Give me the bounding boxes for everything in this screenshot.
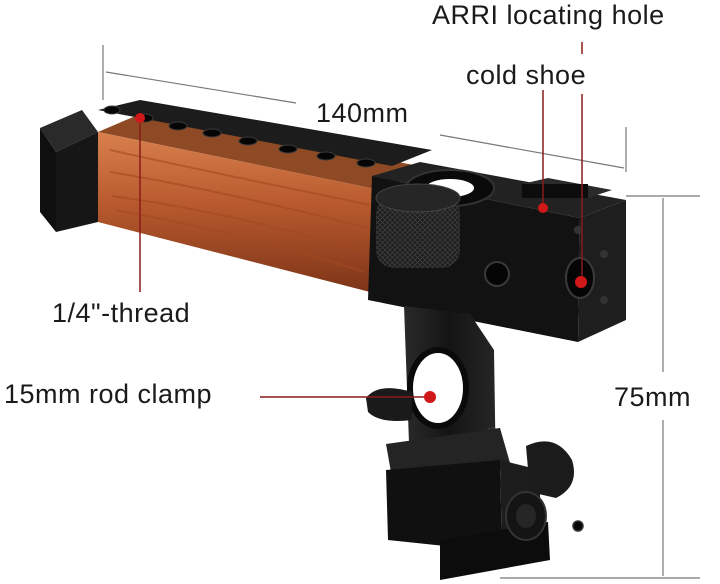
- arri-locating-hole-label: ARRI locating hole: [432, 0, 665, 30]
- length-dimension-label: 140mm: [316, 98, 409, 128]
- knurled-knob: [375, 183, 461, 268]
- length-dimension: [102, 45, 627, 172]
- callout-rod-clamp: [260, 391, 436, 403]
- cold-shoe-label: cold shoe: [466, 60, 587, 90]
- height-dimension-label: 75mm: [614, 382, 692, 412]
- thread-label: 1/4"-thread: [52, 298, 191, 328]
- callout-arri: [575, 42, 587, 288]
- top-rail: [98, 100, 432, 168]
- handle-end-cap: [40, 110, 98, 232]
- callout-thread: [135, 113, 145, 292]
- bottom-mount: [386, 428, 584, 580]
- rod-clamp-label: 15mm rod clamp: [4, 379, 213, 409]
- wooden-grip: [98, 114, 430, 292]
- callout-cold-shoe: [538, 90, 548, 213]
- height-dimension: [500, 195, 700, 579]
